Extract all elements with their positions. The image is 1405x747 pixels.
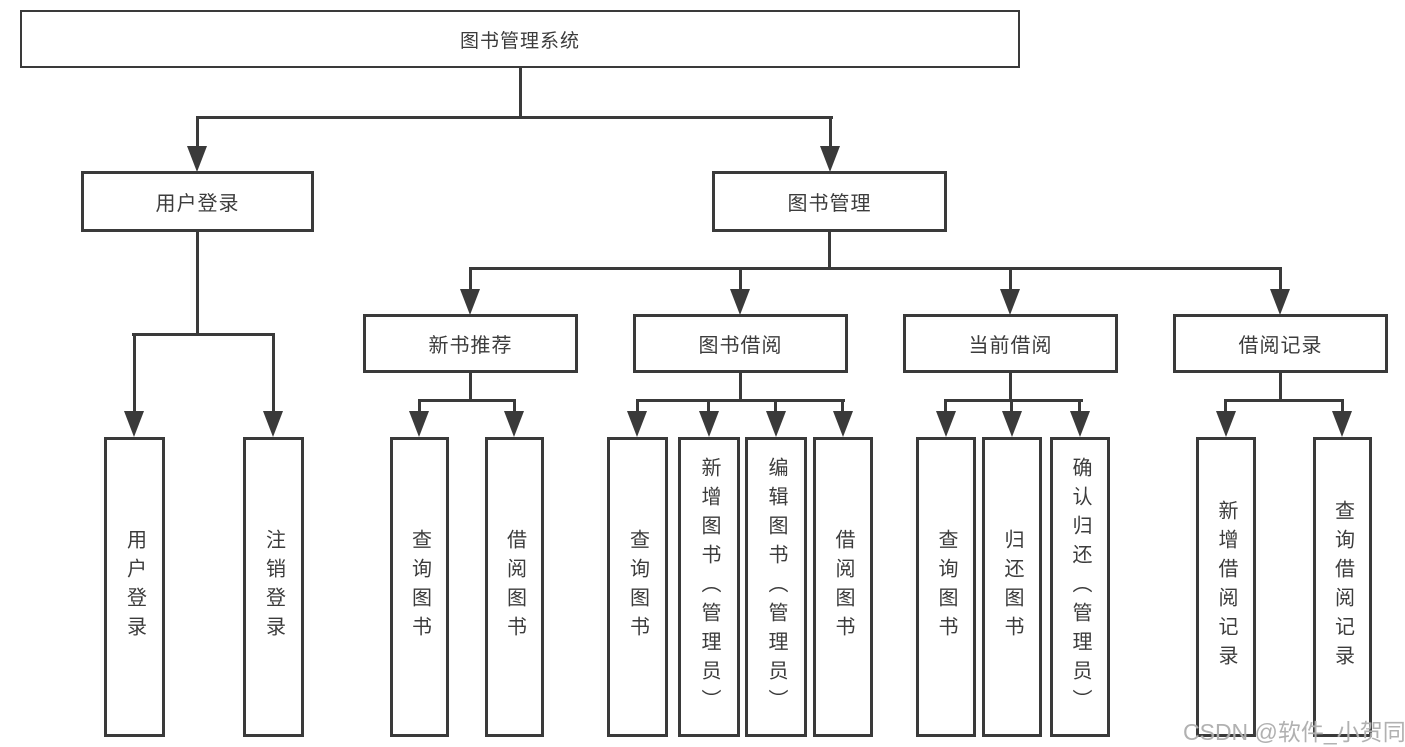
- leaf-label: 注销登录: [262, 529, 285, 645]
- connector-line: [707, 399, 710, 413]
- connector-line: [829, 116, 832, 148]
- leaf-label: 查询图书: [626, 529, 649, 645]
- connector-line: [469, 267, 472, 291]
- watermark: CSDN @软件_小贺同学: [1183, 719, 1405, 745]
- leaf-confirm-return-admin: 确认归还（管理员）: [1050, 437, 1110, 737]
- leaf-return-book: 归还图书: [982, 437, 1042, 737]
- arrow-down-icon: [820, 146, 840, 172]
- arrow-down-icon: [460, 289, 480, 315]
- arrow-down-icon: [263, 411, 283, 437]
- connector-line: [841, 399, 844, 413]
- leaf-label: 确认归还（管理员）: [1069, 456, 1091, 718]
- arrow-down-icon: [187, 146, 207, 172]
- arrow-down-icon: [1000, 289, 1020, 315]
- connector-line: [1341, 399, 1344, 413]
- connector-line: [1009, 267, 1012, 291]
- connector-line: [272, 333, 275, 413]
- connector-line: [196, 116, 833, 119]
- node-user-login: 用户登录: [81, 171, 314, 232]
- node-book-management: 图书管理: [712, 171, 947, 232]
- node-new-book-recommend: 新书推荐: [363, 314, 578, 373]
- connector-line: [944, 399, 1083, 402]
- connector-line: [1279, 267, 1282, 291]
- arrow-down-icon: [699, 411, 719, 437]
- arrow-down-icon: [1270, 289, 1290, 315]
- arrow-down-icon: [1002, 411, 1022, 437]
- node-library-system: 图书管理系统: [20, 10, 1020, 68]
- connector-line: [1224, 399, 1227, 413]
- leaf-add-book-admin: 新增图书（管理员）: [678, 437, 740, 737]
- leaf-label: 新增图书（管理员）: [698, 456, 720, 718]
- connector-line: [1078, 399, 1081, 413]
- connector-line: [418, 399, 516, 402]
- connector-line: [133, 333, 136, 413]
- connector-line: [469, 267, 1282, 270]
- arrow-down-icon: [124, 411, 144, 437]
- node-current-borrow: 当前借阅: [903, 314, 1118, 373]
- connector-line: [1010, 399, 1013, 413]
- leaf-label: 借阅图书: [503, 529, 526, 645]
- leaf-edit-book-admin: 编辑图书（管理员）: [745, 437, 807, 737]
- leaf-query-books-recommend: 查询图书: [390, 437, 449, 737]
- leaf-query-books-current: 查询图书: [916, 437, 976, 737]
- connector-line: [636, 399, 845, 402]
- connector-line: [739, 267, 742, 291]
- node-book-borrow: 图书借阅: [633, 314, 848, 373]
- leaf-query-borrow-record: 查询借阅记录: [1313, 437, 1372, 737]
- arrow-down-icon: [409, 411, 429, 437]
- connector-line: [774, 399, 777, 413]
- node-borrow-records: 借阅记录: [1173, 314, 1388, 373]
- arrow-down-icon: [936, 411, 956, 437]
- leaf-label: 查询借阅记录: [1331, 500, 1354, 674]
- leaf-add-borrow-record: 新增借阅记录: [1196, 437, 1256, 737]
- leaf-user-login: 用户登录: [104, 437, 165, 737]
- connector-line: [418, 399, 421, 413]
- arrow-down-icon: [833, 411, 853, 437]
- connector-line: [519, 68, 522, 118]
- arrow-down-icon: [766, 411, 786, 437]
- arrow-down-icon: [504, 411, 524, 437]
- connector-line: [513, 399, 516, 413]
- connector-line: [469, 373, 472, 402]
- leaf-label: 新增借阅记录: [1215, 500, 1237, 674]
- connector-line: [739, 373, 742, 402]
- connector-line: [828, 232, 831, 270]
- connector-line: [1279, 373, 1282, 402]
- leaf-borrow-books: 借阅图书: [813, 437, 873, 737]
- arrow-down-icon: [1070, 411, 1090, 437]
- leaf-label: 编辑图书（管理员）: [765, 456, 787, 718]
- arrow-down-icon: [730, 289, 750, 315]
- leaf-query-books-borrow: 查询图书: [607, 437, 668, 737]
- connector-line: [1009, 373, 1012, 402]
- connector-line: [196, 116, 199, 148]
- arrow-down-icon: [627, 411, 647, 437]
- leaf-label: 查询图书: [408, 529, 431, 645]
- leaf-label: 借阅图书: [832, 529, 854, 645]
- leaf-label: 查询图书: [935, 529, 957, 645]
- connector-line: [944, 399, 947, 413]
- connector-line: [636, 399, 639, 413]
- connector-line: [132, 333, 274, 336]
- connector-line: [1224, 399, 1344, 402]
- leaf-label: 用户登录: [123, 529, 146, 645]
- leaf-logout: 注销登录: [243, 437, 304, 737]
- connector-line: [196, 232, 199, 336]
- arrow-down-icon: [1332, 411, 1352, 437]
- leaf-label: 归还图书: [1001, 529, 1023, 645]
- leaf-borrow-books-recommend: 借阅图书: [485, 437, 544, 737]
- arrow-down-icon: [1216, 411, 1236, 437]
